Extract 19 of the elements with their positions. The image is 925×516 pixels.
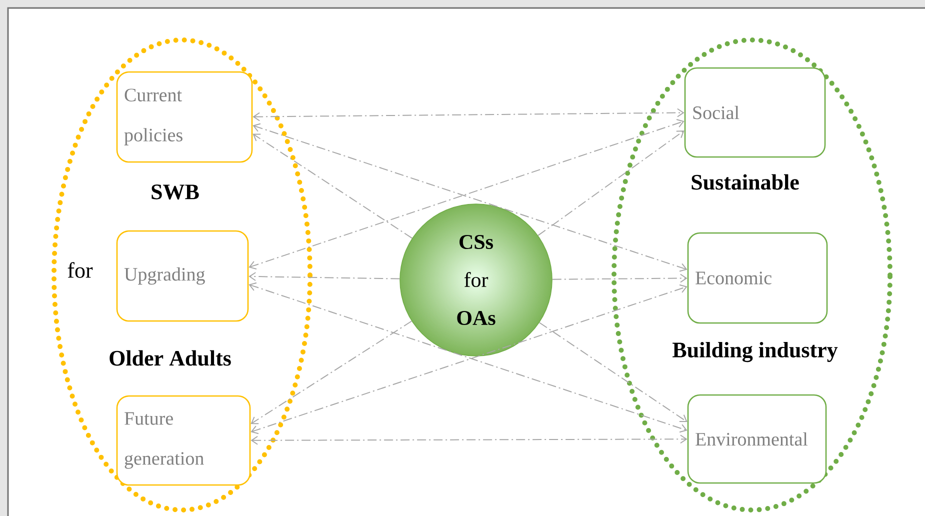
- ellipse-label: for: [68, 262, 93, 278]
- process-box: Current policies: [116, 71, 253, 163]
- arrow: [538, 130, 684, 236]
- ellipse-label: SWB: [152, 184, 199, 200]
- arrow: [248, 272, 400, 281]
- arrow: [250, 434, 688, 445]
- arrow: [538, 322, 688, 422]
- process-box: Upgrading: [116, 230, 249, 322]
- arrow: [250, 320, 412, 424]
- process-box: Economic: [687, 232, 828, 324]
- process-box: Future generation: [116, 395, 251, 486]
- process-box: Environmental: [687, 394, 827, 484]
- arrow: [552, 274, 688, 283]
- process-box: Social: [684, 67, 826, 158]
- ellipse-label: Older Adults: [110, 350, 231, 366]
- arrow: [252, 134, 413, 239]
- ellipse-label: Building industry: [672, 342, 838, 362]
- ellipse-label: Sustainable: [692, 174, 799, 190]
- arrow: [252, 108, 684, 122]
